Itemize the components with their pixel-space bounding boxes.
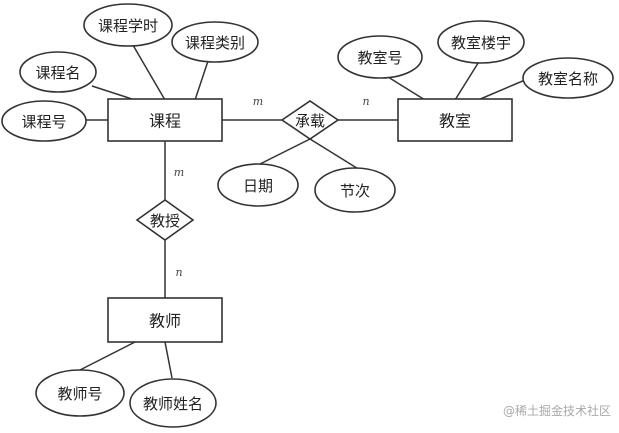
entity-teacher: 教师 bbox=[107, 297, 223, 343]
svg-text:课程名: 课程名 bbox=[35, 64, 80, 82]
attribute-course-id: 课程号 bbox=[1, 100, 87, 142]
relationship-teach-label: 教授 bbox=[150, 212, 180, 230]
cardinality-teach-n: n bbox=[175, 266, 182, 279]
attribute-course-category: 课程类别 bbox=[171, 21, 259, 63]
svg-text:节次: 节次 bbox=[340, 182, 370, 200]
cardinality-teach-m: m bbox=[174, 166, 184, 179]
attribute-classroom-name: 教室名称 bbox=[522, 57, 614, 99]
attribute-course-name: 课程名 bbox=[19, 51, 97, 93]
entity-course-label: 课程 bbox=[149, 112, 181, 131]
cardinality-host-n: n bbox=[362, 95, 369, 108]
cardinality-host-m: m bbox=[253, 95, 263, 108]
attribute-teacher-name: 教师姓名 bbox=[129, 378, 217, 428]
attribute-course-hours: 课程学时 bbox=[83, 3, 173, 47]
svg-text:教师姓名: 教师姓名 bbox=[143, 395, 203, 413]
entity-classroom-label: 教室 bbox=[439, 112, 471, 131]
svg-text:教室号: 教室号 bbox=[357, 49, 402, 67]
relationship-teach: 教授 bbox=[135, 199, 195, 241]
entity-classroom: 教室 bbox=[397, 98, 513, 142]
attribute-host-date: 日期 bbox=[217, 163, 299, 207]
svg-text:教室名称: 教室名称 bbox=[538, 70, 598, 88]
svg-text:教师号: 教师号 bbox=[57, 385, 102, 403]
relationship-host-label: 承载 bbox=[295, 112, 325, 130]
watermark: @稀土掘金技术社区 bbox=[502, 404, 611, 418]
svg-text:日期: 日期 bbox=[243, 177, 273, 195]
entity-teacher-label: 教师 bbox=[149, 312, 181, 331]
svg-text:课程号: 课程号 bbox=[21, 113, 66, 131]
svg-text:课程学时: 课程学时 bbox=[98, 17, 158, 35]
entity-course: 课程 bbox=[107, 98, 223, 142]
svg-text:课程类别: 课程类别 bbox=[185, 34, 245, 52]
attribute-teacher-id: 教师号 bbox=[35, 369, 125, 417]
svg-text:教室楼宇: 教室楼宇 bbox=[451, 34, 511, 52]
relationship-host: 承载 bbox=[280, 100, 340, 140]
attribute-classroom-building: 教室楼宇 bbox=[437, 20, 525, 64]
connector-lines bbox=[79, 39, 526, 379]
attribute-classroom-id: 教室号 bbox=[337, 35, 423, 79]
attribute-host-period: 节次 bbox=[314, 167, 396, 213]
